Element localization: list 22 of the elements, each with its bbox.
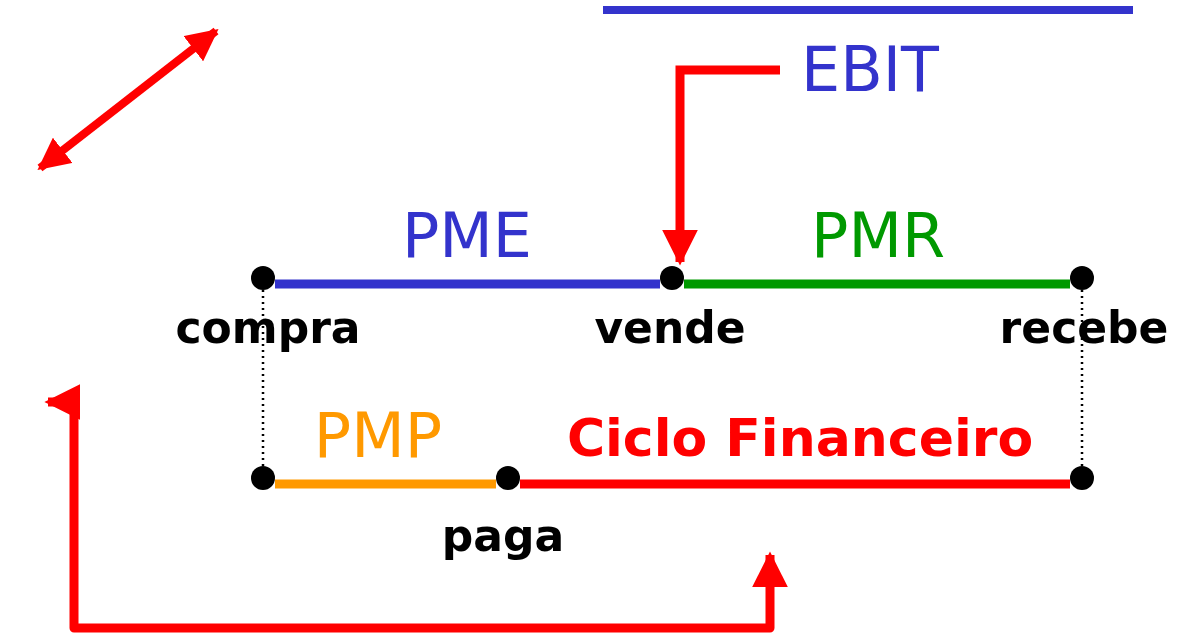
timeline-dot <box>251 466 275 490</box>
term-label: EBIT <box>780 32 960 106</box>
segment-line <box>520 479 1070 489</box>
event-label: recebe <box>999 302 1169 353</box>
period-label: PME <box>401 198 533 272</box>
dotted-line <box>1080 290 1084 466</box>
period-label: PMR <box>811 198 945 272</box>
event-label: compra <box>175 302 361 353</box>
timeline-dot <box>1070 466 1094 490</box>
timeline-dot <box>1070 266 1094 290</box>
timeline-dot <box>660 266 684 290</box>
dotted-line <box>261 290 265 466</box>
period-label: PMP <box>313 398 443 472</box>
period-label: Ciclo Financeiro <box>566 408 1034 468</box>
timeline-dot <box>251 266 275 290</box>
segment-line <box>684 279 1070 289</box>
timeline-dot <box>496 466 520 490</box>
arrow <box>662 65 780 266</box>
segment-line <box>275 479 496 489</box>
event-label: paga <box>441 510 565 561</box>
segment-line <box>275 279 660 289</box>
event-label: vende <box>594 302 746 353</box>
